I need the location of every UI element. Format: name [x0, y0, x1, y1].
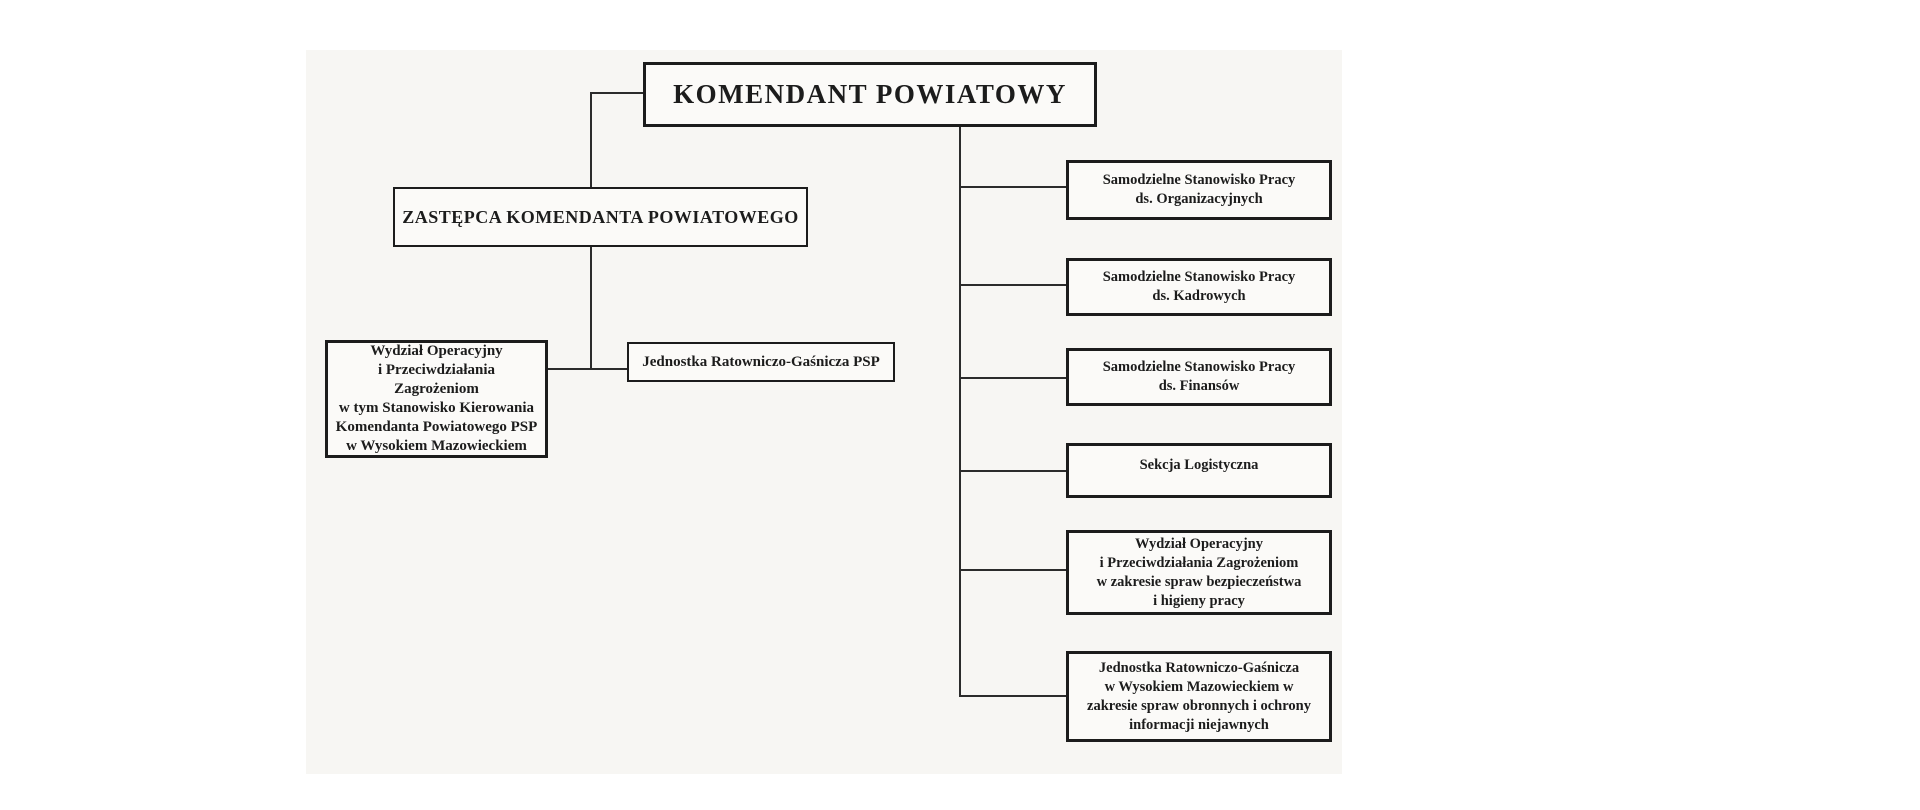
org-box-label: Wydział Operacyjny i Przeciwdziałania Za… [335, 343, 538, 454]
org-box-sekcja-logistyczna: Sekcja Logistyczna [1066, 443, 1332, 498]
connector-line [959, 284, 1067, 286]
org-box-jrg-wysokie-mazowieckie: Jednostka Ratowniczo-Gaśnicza w Wysokiem… [1066, 651, 1332, 742]
connector-line [590, 247, 592, 370]
connector-line [959, 569, 1067, 571]
org-box-ssp-kadrowych: Samodzielne Stanowisko Pracy ds. Kadrowy… [1066, 258, 1332, 316]
org-box-wydzial-operacyjny: Wydział Operacyjny i Przeciwdziałania Za… [325, 340, 548, 458]
org-box-label: Samodzielne Stanowisko Pracy ds. Finansó… [1102, 359, 1296, 394]
org-box-ssp-organizacyjnych: Samodzielne Stanowisko Pracy ds. Organiz… [1066, 160, 1332, 220]
org-box-zastepca-komendanta: ZASTĘPCA KOMENDANTA POWIATOWEGO [393, 187, 808, 247]
connector-trunk-line [959, 127, 961, 697]
connector-line [959, 695, 1067, 697]
org-box-wydzial-bhp: Wydział Operacyjny i Przeciwdziałania Za… [1066, 530, 1332, 615]
connector-line [959, 186, 1067, 188]
org-box-label: ZASTĘPCA KOMENDANTA POWIATOWEGO [402, 206, 799, 227]
org-box-label: KOMENDANT POWIATOWY [673, 79, 1067, 109]
org-box-label: Samodzielne Stanowisko Pracy ds. Organiz… [1102, 172, 1296, 207]
org-box-label: Jednostka Ratowniczo-Gaśnicza w Wysokiem… [1087, 659, 1311, 733]
org-box-komendant-powiatowy: KOMENDANT POWIATOWY [643, 62, 1097, 127]
org-box-ssp-finansow: Samodzielne Stanowisko Pracy ds. Finansó… [1066, 348, 1332, 406]
org-box-label: Samodzielne Stanowisko Pracy ds. Kadrowy… [1102, 269, 1296, 304]
connector-line [548, 368, 628, 370]
org-box-label: Jednostka Ratowniczo-Gaśnicza PSP [642, 353, 880, 370]
org-box-label: Sekcja Logistyczna [1139, 457, 1259, 473]
connector-line [959, 377, 1067, 379]
connector-line [959, 470, 1067, 472]
connector-line [590, 92, 592, 189]
connector-line [591, 92, 645, 94]
org-box-label: Wydział Operacyjny i Przeciwdziałania Za… [1096, 535, 1302, 609]
org-box-jednostka-ratowniczo-gasnicza-psp: Jednostka Ratowniczo-Gaśnicza PSP [627, 342, 895, 382]
